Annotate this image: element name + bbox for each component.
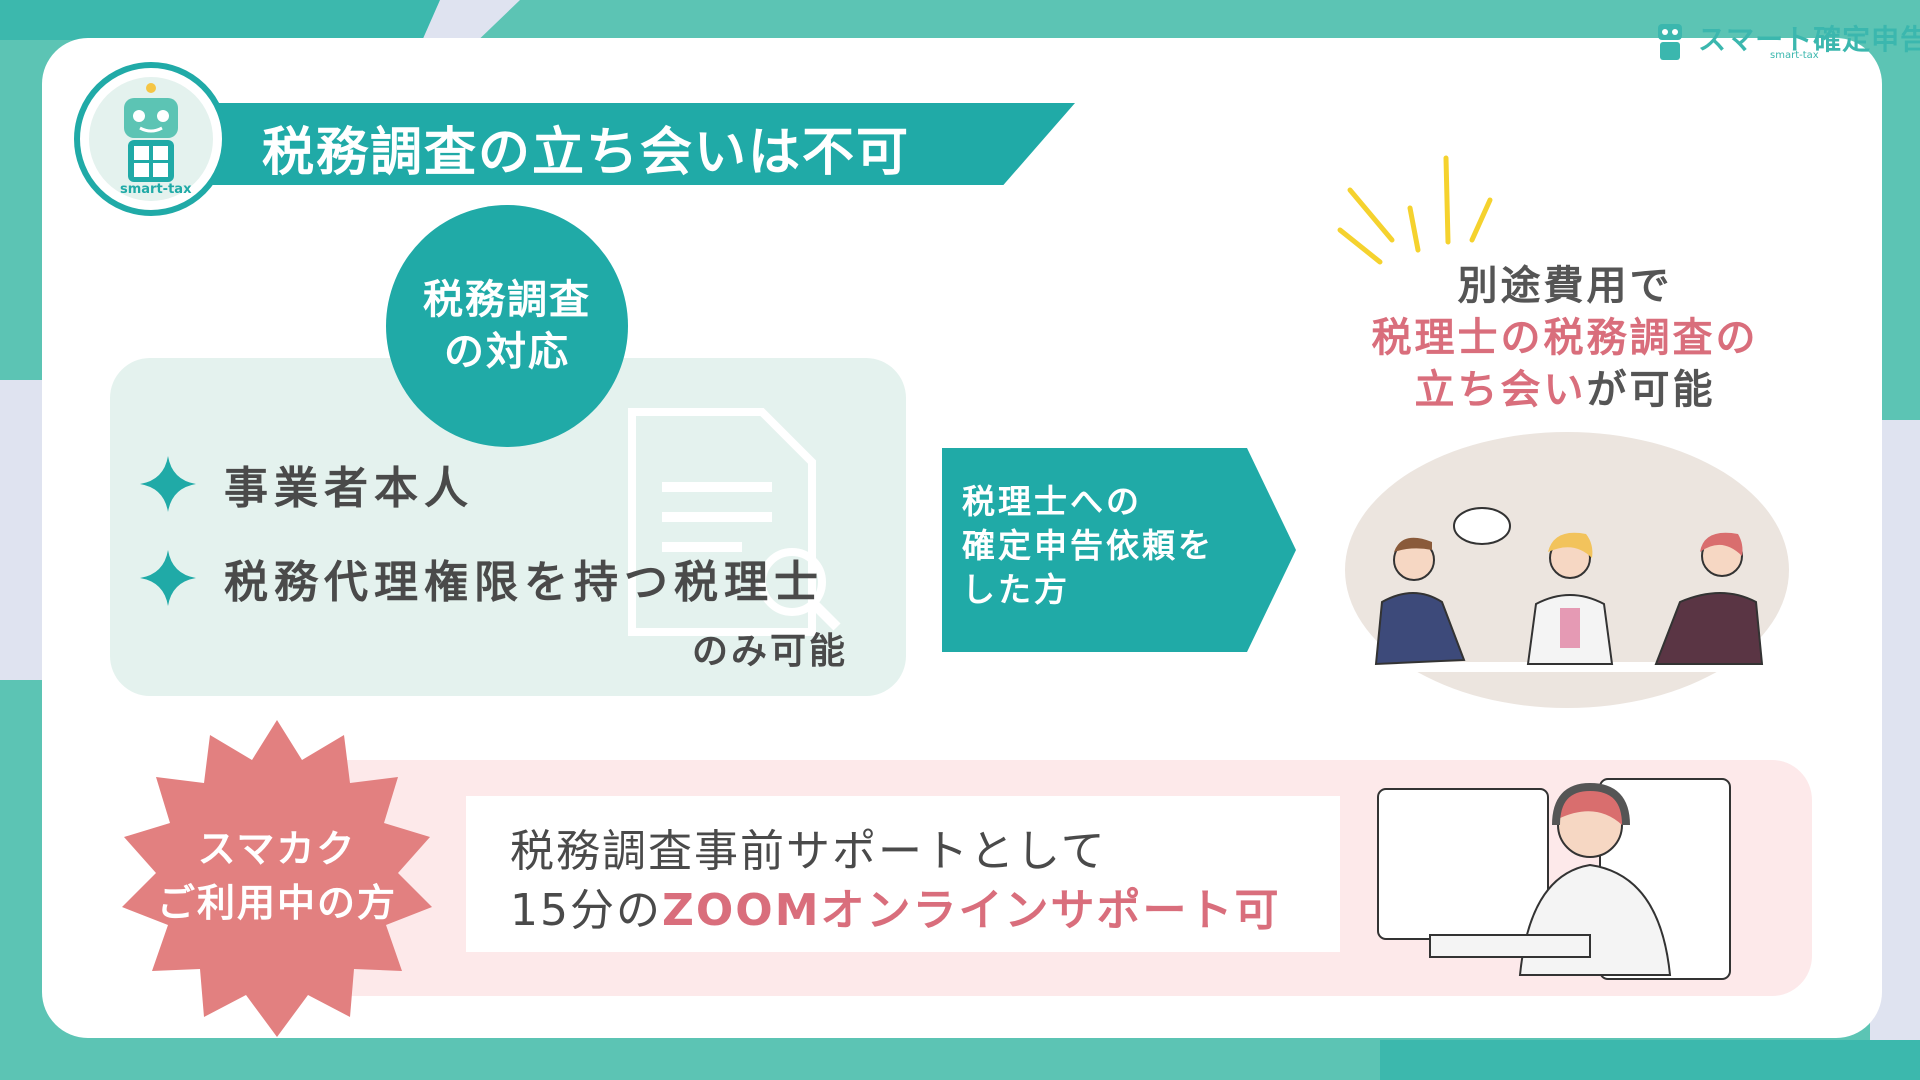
starburst-text: スマカク ご利用中の方 xyxy=(112,822,442,930)
robot-icon xyxy=(89,77,213,201)
title-banner xyxy=(180,103,1075,185)
headset-operator-illustration xyxy=(1377,778,1731,980)
arrow-text: 税理士への 確定申告依頼を した方 xyxy=(962,480,1214,612)
background-shape-bottom-right xyxy=(1380,1040,1920,1080)
meeting-illustration xyxy=(1342,432,1792,708)
support-line-2-prefix: 15分の xyxy=(510,885,662,936)
robot-icon xyxy=(1658,24,1682,60)
support-text-box xyxy=(466,796,1340,952)
support-line-1: 税務調査事前サポートとして xyxy=(510,826,1107,877)
right-line-3-rest: が可能 xyxy=(1586,367,1716,413)
arrow-line-3: した方 xyxy=(962,570,1070,609)
document-search-icon xyxy=(628,408,841,636)
support-line-2: 15分のZOOMオンラインサポート可 xyxy=(510,874,1281,938)
bullet-item: 税務代理権限を持つ税理士 xyxy=(138,546,824,610)
right-line-3: 立ち会いが可能 xyxy=(1300,364,1830,416)
sparkle-icon xyxy=(140,550,196,606)
sparkle-icon xyxy=(140,456,196,512)
highlight-rays-icon xyxy=(1337,155,1493,265)
only-possible-label: のみ可能 xyxy=(692,631,849,672)
background-shape-top-left-teal xyxy=(0,0,440,40)
arrow-shape xyxy=(942,448,1296,652)
robot-mascot-logo: smart-tax xyxy=(74,62,228,216)
bullet-text: 事業者本人 xyxy=(224,463,474,514)
badge-line-1: 税務調査 xyxy=(423,277,591,323)
badge-line-2: の対応 xyxy=(444,329,570,375)
mascot-label: smart-tax xyxy=(120,182,192,197)
starburst-badge xyxy=(122,720,432,1037)
burst-line-2: ご利用中の方 xyxy=(156,881,397,925)
tax-accountant-option: 別途費用で 税理士の税務調査の 立ち会いが可能 xyxy=(1300,260,1830,416)
page-title: 税務調査の立ち会いは不可 xyxy=(262,123,911,183)
zoom-support-text: ZOOMオンラインサポート可 xyxy=(662,885,1281,936)
right-line-2: 税理士の税務調査の xyxy=(1371,315,1759,361)
arrow-line-2: 確定申告依頼を xyxy=(962,526,1214,565)
arrow-line-1: 税理士への xyxy=(962,482,1142,521)
right-line-1: 別途費用で xyxy=(1457,263,1673,309)
brand-sub: smart-tax xyxy=(1770,50,1819,61)
responder-badge: 税務調査 の対応 xyxy=(386,205,628,447)
right-line-3-pink: 立ち会い xyxy=(1414,367,1587,413)
bullet-text: 税務代理権限を持つ税理士 xyxy=(224,557,824,608)
burst-line-1: スマカク xyxy=(197,827,357,871)
brand-name: スマート確定申告 xyxy=(1698,23,1920,56)
bullet-item: 事業者本人 xyxy=(138,452,474,516)
